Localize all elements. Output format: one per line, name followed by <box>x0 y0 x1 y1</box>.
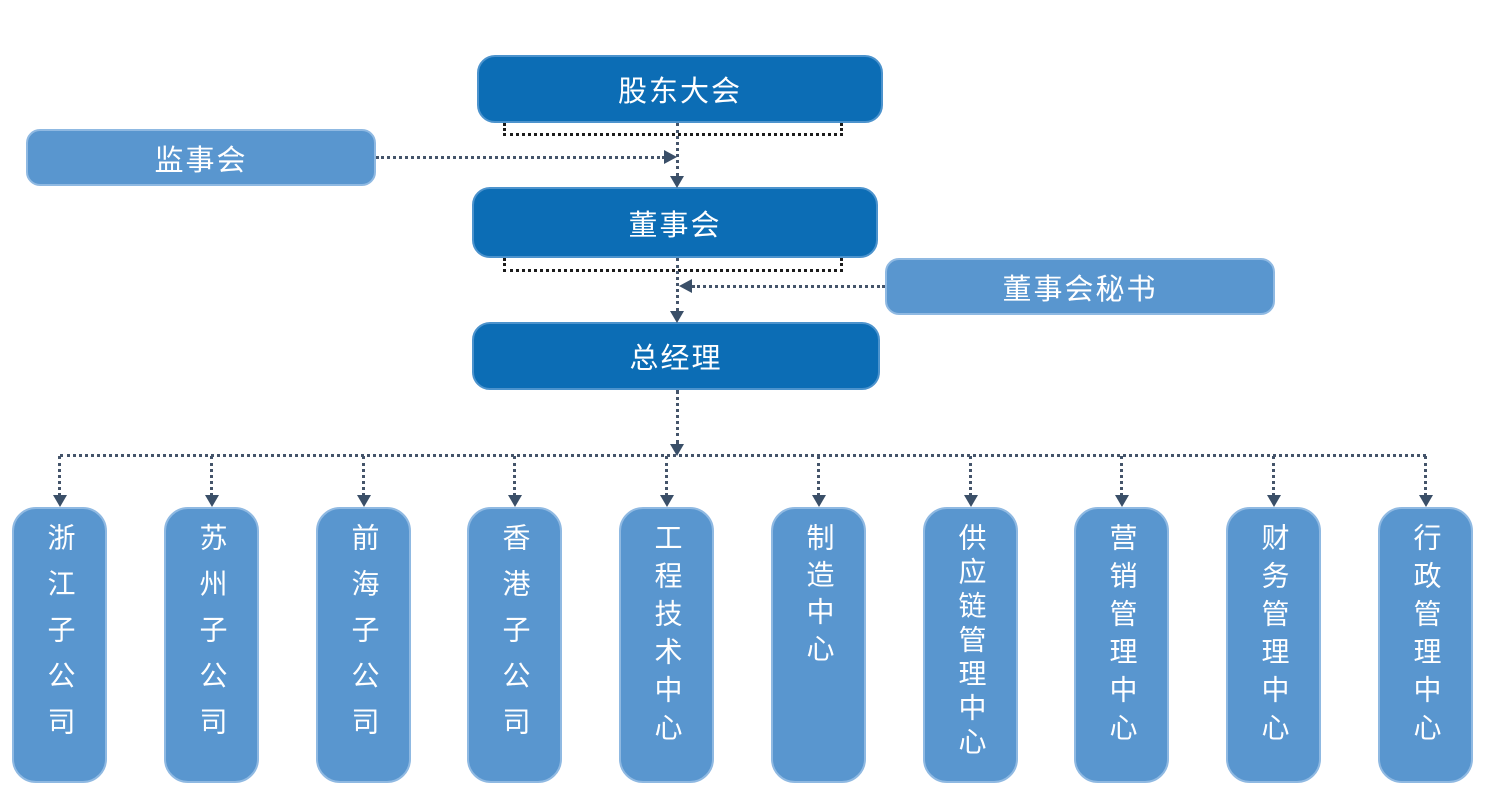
connector-gm-to-department <box>362 456 365 496</box>
connector-board-to-gm <box>676 258 679 311</box>
connector-gm-to-department <box>665 456 668 496</box>
arrowhead-left-icon <box>679 279 692 293</box>
node-label: 股东大会 <box>617 76 742 108</box>
connector-shareholders-to-board <box>676 123 679 176</box>
department-label: 香港子公司 <box>499 523 531 753</box>
arrowhead-down-icon <box>1114 495 1129 507</box>
arrowhead-down-icon <box>659 495 674 507</box>
arrowhead-down-icon <box>204 495 219 507</box>
department-box: 前海子公司 <box>316 507 411 783</box>
connector-gm-to-department <box>210 456 213 496</box>
department-label: 浙江子公司 <box>44 523 76 753</box>
department-label: 工程技术中心 <box>651 523 683 751</box>
department-box: 财务管理中心 <box>1226 507 1321 783</box>
connector-gm-to-department <box>513 456 516 496</box>
arrowhead-right-icon <box>664 150 677 164</box>
connector-gm-to-department <box>969 456 972 496</box>
department-box: 行政管理中心 <box>1378 507 1473 783</box>
department-box: 苏州子公司 <box>164 507 259 783</box>
node-general-manager: 总经理 <box>472 322 880 390</box>
connector-gm-to-department <box>817 456 820 496</box>
department-label: 营销管理中心 <box>1106 523 1138 751</box>
department-box: 营销管理中心 <box>1074 507 1169 783</box>
arrowhead-down-icon <box>52 495 67 507</box>
node-label: 监事会 <box>154 144 248 177</box>
department-box: 工程技术中心 <box>619 507 714 783</box>
arrowhead-down-icon <box>811 495 826 507</box>
department-label: 财务管理中心 <box>1258 523 1290 751</box>
node-label: 总经理 <box>629 343 723 375</box>
connector-gm-to-department <box>1272 456 1275 496</box>
node-board-of-directors: 董事会 <box>472 187 878 258</box>
arrowhead-down-icon <box>507 495 522 507</box>
department-label: 供应链管理中心 <box>955 523 987 761</box>
department-label: 前海子公司 <box>348 523 380 753</box>
connector-secretary-to-chain <box>692 285 885 288</box>
arrowhead-down-icon <box>670 311 684 323</box>
arrowhead-down-icon <box>1418 495 1433 507</box>
node-shareholders-meeting: 股东大会 <box>477 55 883 123</box>
connector-gm-to-departments <box>676 390 679 444</box>
department-label: 制造中心 <box>803 523 835 671</box>
arrowhead-down-icon <box>356 495 371 507</box>
arrowhead-down-icon <box>670 176 684 188</box>
node-supervisory-board: 监事会 <box>26 129 376 186</box>
arrowhead-down-icon <box>670 444 684 456</box>
arrowhead-down-icon <box>963 495 978 507</box>
department-box: 香港子公司 <box>467 507 562 783</box>
bracket-under-shareholders <box>503 123 843 136</box>
department-box: 制造中心 <box>771 507 866 783</box>
arrowhead-down-icon <box>1266 495 1281 507</box>
department-label: 行政管理中心 <box>1410 523 1442 751</box>
distribution-line <box>59 454 1426 457</box>
connector-gm-to-department <box>58 456 61 496</box>
connector-supervisory-to-chain <box>376 156 665 159</box>
connector-gm-to-department <box>1120 456 1123 496</box>
department-label: 苏州子公司 <box>196 523 228 753</box>
connector-gm-to-department <box>1424 456 1427 496</box>
department-box: 浙江子公司 <box>12 507 107 783</box>
bracket-under-board <box>503 258 843 272</box>
node-label: 董事会秘书 <box>1002 273 1158 306</box>
node-board-secretary: 董事会秘书 <box>885 258 1275 315</box>
node-label: 董事会 <box>628 209 722 242</box>
department-box: 供应链管理中心 <box>923 507 1018 783</box>
